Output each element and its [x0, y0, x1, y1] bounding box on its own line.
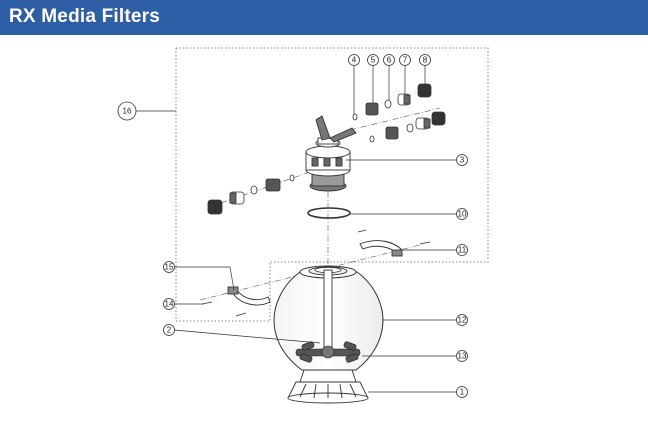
callout-3: 3 — [456, 154, 468, 166]
callout-15: 15 — [163, 261, 175, 273]
callout-2: 2 — [163, 324, 175, 336]
callout-14: 14 — [163, 298, 175, 310]
callout-1: 1 — [456, 386, 468, 398]
callout-4: 4 — [348, 54, 360, 66]
fittings-left — [207, 174, 295, 215]
callout-1-label: 1 — [460, 388, 465, 397]
diagram-svg: 16 4 5 6 7 8 3 10 11 15 14 12 — [117, 47, 489, 404]
callout-2-label: 2 — [167, 326, 172, 335]
o-ring — [307, 207, 351, 219]
callout-10: 10 — [456, 208, 468, 220]
filter-base — [287, 369, 369, 404]
callout-13: 13 — [456, 350, 468, 362]
page-title: RX Media Filters — [9, 6, 161, 27]
header-bar: RX Media Filters — [0, 0, 648, 35]
center-pipe — [323, 269, 333, 349]
multiport-valve — [305, 115, 357, 192]
callout-11-label: 11 — [458, 246, 467, 255]
leader-lines — [136, 66, 456, 393]
callout-12-label: 12 — [458, 316, 467, 325]
callout-15-label: 15 — [165, 263, 174, 272]
callout-7-label: 7 — [403, 56, 408, 65]
callout-16-label: 16 — [123, 107, 132, 116]
callout-5: 5 — [367, 54, 379, 66]
laterals — [295, 341, 361, 363]
callout-14-label: 14 — [165, 300, 174, 309]
callout-4-label: 4 — [352, 56, 357, 65]
clamp-right — [359, 240, 403, 257]
callout-6-label: 6 — [387, 56, 392, 65]
clamp-left — [227, 286, 271, 306]
callout-6: 6 — [383, 54, 395, 66]
assembly-boundary — [175, 47, 489, 322]
callout-13-label: 13 — [458, 352, 467, 361]
callout-16: 16 — [117, 101, 137, 121]
callout-5-label: 5 — [371, 56, 376, 65]
exploded-parts-diagram: 16 4 5 6 7 8 3 10 11 15 14 12 — [0, 35, 648, 421]
callout-10-label: 10 — [458, 210, 467, 219]
callout-8-label: 8 — [423, 56, 428, 65]
callout-11: 11 — [456, 244, 468, 256]
callout-12: 12 — [456, 314, 468, 326]
fittings-right — [369, 111, 446, 143]
fittings-upper-right — [352, 83, 432, 121]
callout-8: 8 — [419, 54, 431, 66]
callout-3-label: 3 — [460, 156, 465, 165]
callout-7: 7 — [399, 54, 411, 66]
